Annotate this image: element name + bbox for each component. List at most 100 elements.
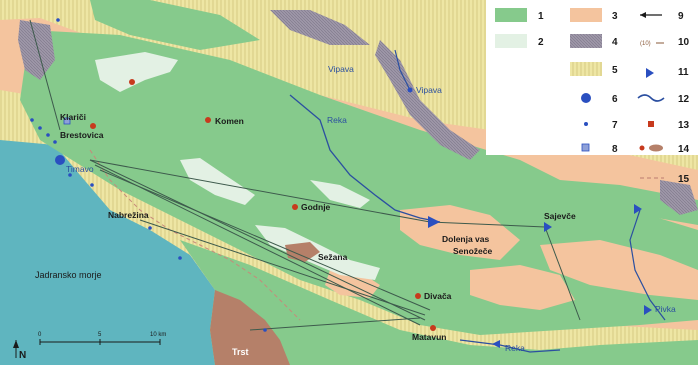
label-nabrezina: Nabrežina xyxy=(108,210,149,220)
legend-swatch-8 xyxy=(581,143,590,152)
trace-line xyxy=(89,159,426,321)
legend-num-13: 13 xyxy=(678,120,690,131)
sea-area xyxy=(0,140,215,365)
ponors xyxy=(428,204,652,348)
trace-line xyxy=(249,317,421,331)
label-brestovica: Brestovica xyxy=(60,130,104,140)
legend-num-15: 15 xyxy=(678,174,690,185)
spring-large xyxy=(55,155,65,165)
ponor-icon xyxy=(634,204,642,214)
spring-small xyxy=(148,226,152,230)
legend-num-1: 1 xyxy=(538,11,544,22)
trace-line xyxy=(99,169,431,311)
light-limestone-a xyxy=(95,52,178,92)
label-vipava-river: Vipava xyxy=(416,85,442,95)
legend-num-12: 12 xyxy=(678,94,690,105)
ponor-icon xyxy=(644,305,652,315)
north-arrow: N xyxy=(13,340,26,361)
legend-num-9: 9 xyxy=(678,11,684,22)
trst-area xyxy=(210,290,290,365)
settlement-dot xyxy=(90,123,96,129)
settlement-dot xyxy=(292,204,298,210)
trace-line xyxy=(429,221,546,228)
dolomite-west xyxy=(18,20,55,80)
spring-small xyxy=(263,328,267,332)
trace-line xyxy=(139,219,426,316)
legend-num-7: 7 xyxy=(612,120,618,131)
light-limestone-d xyxy=(310,180,370,208)
ponor-icon xyxy=(492,340,500,348)
spring-small xyxy=(30,118,34,122)
dolomite-east xyxy=(660,180,698,215)
settlement-dot xyxy=(430,325,436,331)
trace-lines xyxy=(29,19,581,331)
legend-swatch-7 xyxy=(584,122,588,126)
legend-swatch-13 xyxy=(648,121,654,127)
legend-num-8: 8 xyxy=(612,144,618,155)
legend-swatch-9 xyxy=(640,12,662,18)
trace-line xyxy=(544,226,581,321)
legend-swatch-10: (10) xyxy=(640,41,664,47)
legend-num-5: 5 xyxy=(612,65,618,76)
settlements xyxy=(90,79,436,331)
spring-small xyxy=(56,18,60,22)
legend-swatch-2 xyxy=(495,34,527,48)
label-vipava-region: Vipava xyxy=(328,64,354,74)
flysch-patch-east xyxy=(540,240,698,300)
reka-river-lower xyxy=(459,339,561,353)
dolomite-north xyxy=(270,10,370,45)
limestone-east xyxy=(560,180,698,225)
label-reka-upper: Reka xyxy=(327,115,347,125)
svg-text:(10): (10) xyxy=(640,41,651,47)
label-divaca: Divača xyxy=(424,291,452,301)
legend-swatch-4 xyxy=(570,34,602,48)
legend-num-11: 11 xyxy=(678,67,689,78)
reka-river-upper xyxy=(289,94,441,223)
ponor-icon xyxy=(544,222,552,232)
label-godnje: Godnje xyxy=(301,202,331,212)
scale-bar: 0 5 10 km xyxy=(38,332,166,345)
legend-swatch-1 xyxy=(495,8,527,22)
trace-line xyxy=(89,159,431,223)
legend-swatch-11 xyxy=(646,68,654,78)
legend-num-6: 6 xyxy=(612,94,618,105)
legend-num-2: 2 xyxy=(538,37,544,48)
settlement-dot xyxy=(415,293,421,299)
label-senozece: Senožeče xyxy=(453,246,492,256)
label-klarici: Klariči xyxy=(60,112,86,122)
label-timavo: Timavo xyxy=(66,164,94,174)
legend-swatch-12 xyxy=(637,94,665,102)
pivka-river xyxy=(629,209,666,321)
spring-small xyxy=(53,140,57,144)
label-komen: Komen xyxy=(215,116,244,126)
label-sezana: Sežana xyxy=(318,252,348,262)
state-border xyxy=(89,149,301,321)
spring-small xyxy=(38,126,42,130)
legend-panel xyxy=(486,0,698,155)
label-reka-lower: Reka xyxy=(505,343,525,353)
light-limestone-b xyxy=(180,158,255,205)
ponor-icon xyxy=(428,216,440,228)
label-sajevce: Sajevče xyxy=(544,211,576,221)
label-dolenja-vas: Dolenja vas xyxy=(442,234,490,244)
label-trst: Trst xyxy=(232,347,249,357)
spring-vipava xyxy=(407,87,413,93)
trace-line xyxy=(29,19,61,131)
dolomite-vipava xyxy=(375,40,480,160)
spring-small xyxy=(90,183,94,187)
legend-num-4: 4 xyxy=(612,37,618,48)
legend-num-3: 3 xyxy=(612,11,618,22)
legend-swatch-3 xyxy=(570,8,602,22)
limestone-north-a xyxy=(90,0,260,50)
settlement-dot xyxy=(205,117,211,123)
limestone-south xyxy=(180,240,698,365)
springs xyxy=(30,18,413,332)
scale-label-0: 0 xyxy=(38,332,42,338)
spring-small xyxy=(178,256,182,260)
legend-swatch-6 xyxy=(581,93,591,103)
well-icon xyxy=(63,117,71,125)
legend-swatch-14 xyxy=(639,144,663,152)
flysch-patch-south xyxy=(470,265,575,310)
